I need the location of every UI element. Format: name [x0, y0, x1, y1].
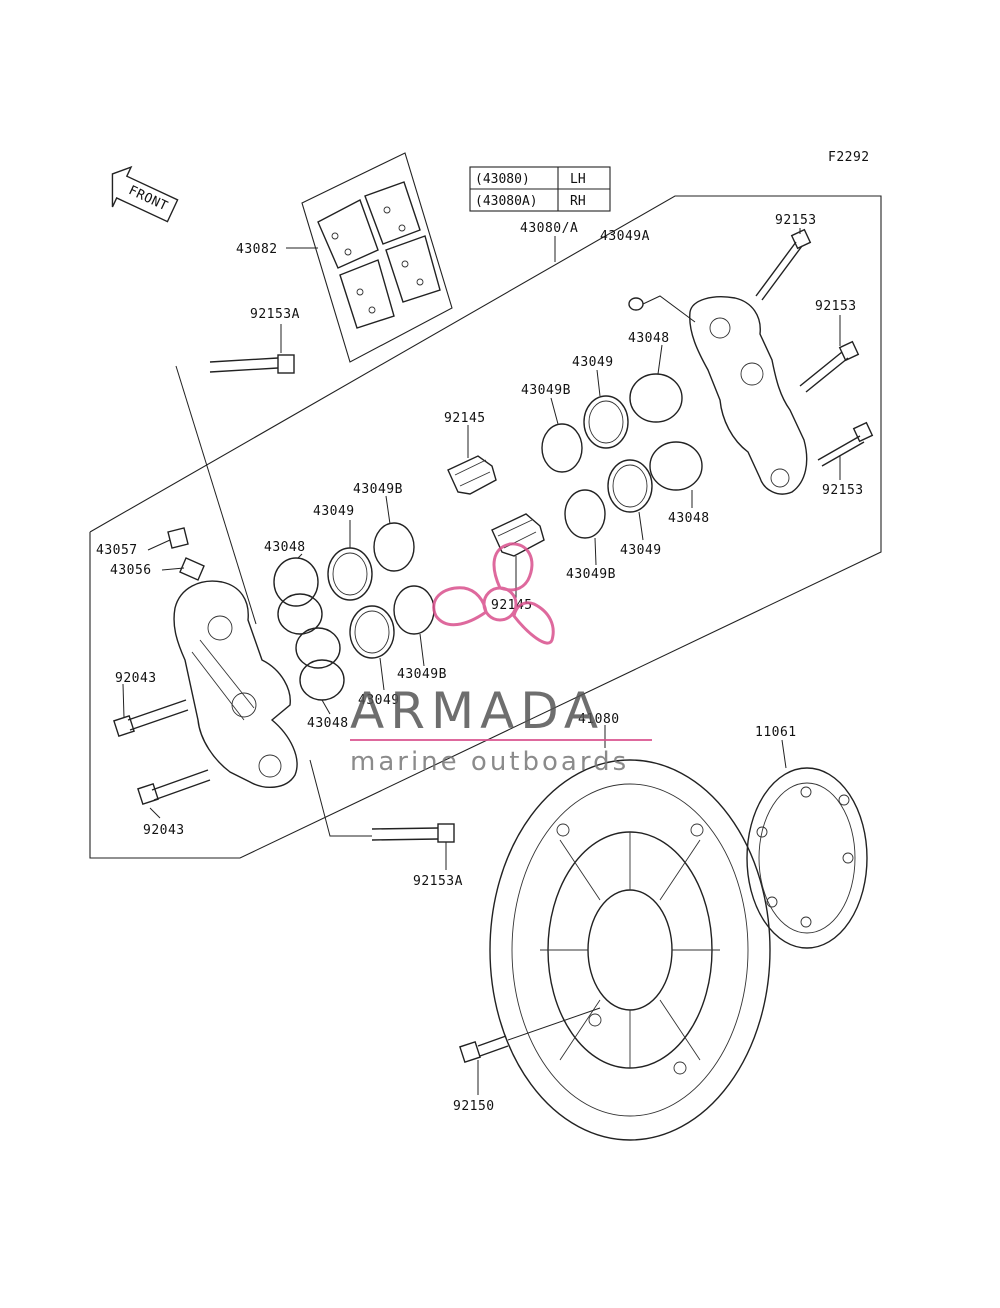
leader-43049a — [642, 295, 696, 323]
seals-rh — [541, 395, 653, 539]
seals-lh — [327, 522, 435, 659]
label-43049b-4: 43049B — [397, 667, 447, 682]
label-43048-1: 43048 — [628, 331, 670, 346]
watermark-brand-name: ARMADA — [350, 682, 604, 740]
pad-bolt-92153a-bottom — [371, 823, 455, 843]
label-11061: 11061 — [755, 725, 797, 740]
caliper-assembly-frame — [89, 195, 882, 859]
label-92145-2: 92145 — [491, 598, 533, 613]
label-43048-3: 43048 — [264, 540, 306, 555]
variant-row-2-part: (43080A) — [475, 194, 538, 209]
leader-92153a-top-line — [175, 365, 257, 625]
label-43080a: 43080/A — [520, 221, 578, 236]
caliper-body-lh — [173, 580, 298, 788]
pad-bolt-92153a-top — [209, 354, 295, 374]
variant-row-2-side: RH — [570, 194, 586, 209]
label-43049-1: 43049 — [572, 355, 614, 370]
variant-row-1-part: (43080) — [475, 172, 530, 187]
pad-springs-92145 — [447, 455, 545, 557]
label-43048-4: 43048 — [307, 716, 349, 731]
brake-pad-set — [317, 181, 441, 329]
label-43049b-2: 43049B — [566, 567, 616, 582]
variant-row-1-side: LH — [570, 172, 586, 187]
label-92153-3: 92153 — [822, 483, 864, 498]
label-92150: 92150 — [453, 1099, 495, 1114]
label-43048-2: 43048 — [668, 511, 710, 526]
disc-shim-11061 — [746, 767, 868, 949]
armada-watermark: ARMADA marine outboards — [350, 542, 652, 777]
label-43049-3: 43049 — [313, 504, 355, 519]
label-92043-1: 92043 — [115, 671, 157, 686]
label-43057: 43057 — [96, 543, 138, 558]
propeller-logo — [432, 542, 555, 645]
label-43049-4: 43049 — [358, 693, 400, 708]
disc-bolt-92150 — [459, 1035, 509, 1063]
front-arrow-label: FRONT — [126, 183, 170, 214]
mounting-bolts-92043 — [113, 699, 211, 805]
label-43049-2: 43049 — [620, 543, 662, 558]
pistons-rh-43048 — [629, 373, 703, 491]
variant-table: (43080) LH (43080A) RH — [469, 166, 611, 212]
callout-leader-lines — [122, 228, 841, 1095]
leader-92153a-bottom-line — [309, 759, 372, 837]
label-92153-2: 92153 — [815, 299, 857, 314]
label-43049b-1: 43049B — [521, 383, 571, 398]
label-92043-2: 92043 — [143, 823, 185, 838]
label-92153a-top: 92153A — [250, 307, 300, 322]
label-92145-1: 92145 — [444, 411, 486, 426]
label-92153-1: 92153 — [775, 213, 817, 228]
pad-set-bracket — [301, 152, 453, 363]
front-direction-arrow: FRONT — [111, 165, 179, 223]
figure-code: F2292 — [828, 150, 870, 165]
pistons-lh-43048 — [273, 557, 345, 701]
washer-43049a — [628, 297, 644, 311]
label-43082: 43082 — [236, 242, 278, 257]
label-43049b-3: 43049B — [353, 482, 403, 497]
caliper-bolts-92153 — [755, 228, 874, 467]
label-43049a: 43049A — [600, 229, 650, 244]
callout-labels: 43082 92153A 43080/A 43049A 92153 92153 … — [96, 213, 864, 1114]
brake-disc-41080 — [489, 759, 771, 1141]
label-92153a-bottom: 92153A — [413, 874, 463, 889]
caliper-body-rh — [689, 296, 808, 495]
leader-92150-line — [507, 1007, 601, 1041]
label-41080: 41080 — [578, 712, 620, 727]
watermark-tagline: marine outboards — [350, 747, 629, 777]
bleed-cap-43057 — [167, 527, 189, 549]
bleed-valve-43056 — [179, 557, 205, 581]
label-43056: 43056 — [110, 563, 152, 578]
